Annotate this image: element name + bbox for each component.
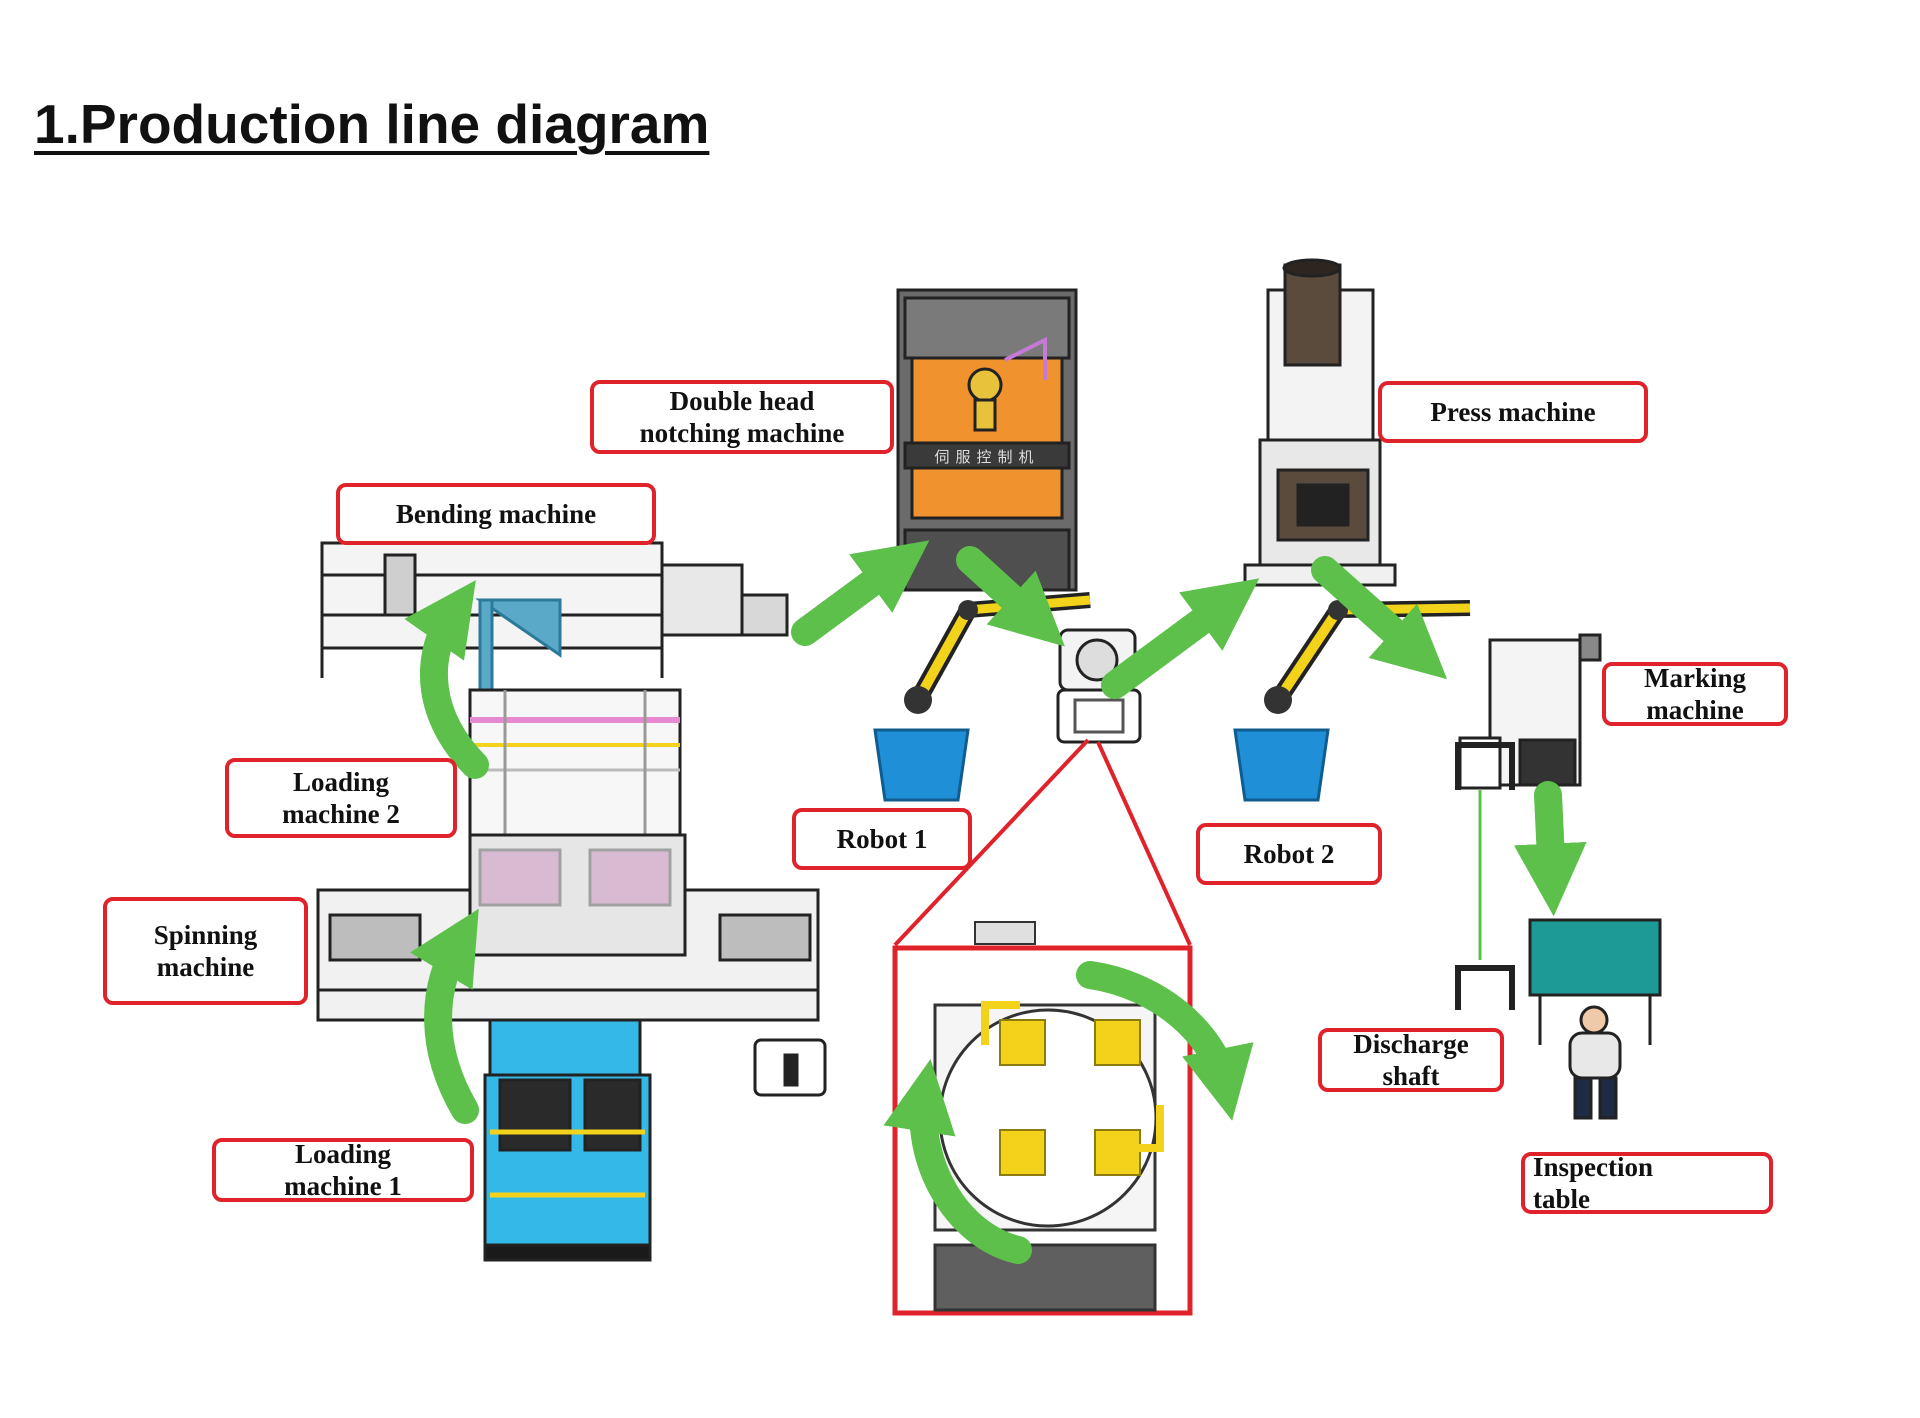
loading-machine-1 — [483, 1018, 652, 1262]
bending-machine — [320, 541, 789, 702]
discharge-shaft — [1455, 742, 1515, 1010]
arrow-loading2-to-bending — [404, 580, 489, 779]
label-discharge-shaft: Discharge shaft — [1318, 1028, 1504, 1092]
arrow-fixture-to-press — [1101, 578, 1260, 699]
arrow-marking-to-inspection — [1513, 781, 1587, 917]
rotary-table-fixtures — [981, 1001, 1164, 1176]
label-robot-1: Robot 1 — [792, 808, 972, 870]
arrow-bending-to-notching — [791, 540, 930, 646]
arrow-rotary-ccw — [883, 1059, 1032, 1264]
arrow-press-to-marking — [1311, 556, 1448, 680]
press-machine — [1243, 258, 1397, 587]
machine-plate-text: 伺服控制机 — [934, 448, 1039, 466]
arrow-notching-to-fixture — [956, 546, 1065, 647]
arrow-rotary-cw — [1076, 961, 1254, 1121]
loading-machine-2 — [468, 688, 682, 837]
label-marking-machine: Marking machine — [1602, 662, 1788, 726]
spinning-machine — [316, 833, 827, 1097]
flow-arrows — [404, 540, 1587, 1264]
label-inspection-table: Inspection table — [1521, 1152, 1773, 1214]
label-bending-machine: Bending machine — [336, 483, 656, 545]
label-loading-machine-1: Loading machine 1 — [212, 1138, 474, 1202]
label-spinning-machine: Spinning machine — [103, 897, 308, 1005]
page-title: 1.Production line diagram — [34, 93, 710, 155]
label-robot-2: Robot 2 — [1196, 823, 1382, 885]
inspection-table — [1528, 918, 1662, 1120]
arrow-loading1-to-spinning — [410, 908, 479, 1124]
marking-machine — [1458, 633, 1602, 960]
label-loading-machine-2: Loading machine 2 — [225, 758, 457, 838]
label-press-machine: Press machine — [1378, 381, 1648, 443]
robot-2 — [1233, 600, 1471, 802]
rotary-fixture-small — [1056, 628, 1142, 744]
double-head-notching-machine: 伺服控制机 — [896, 288, 1078, 592]
label-double-head-notching-machine: Double head notching machine — [590, 380, 894, 454]
